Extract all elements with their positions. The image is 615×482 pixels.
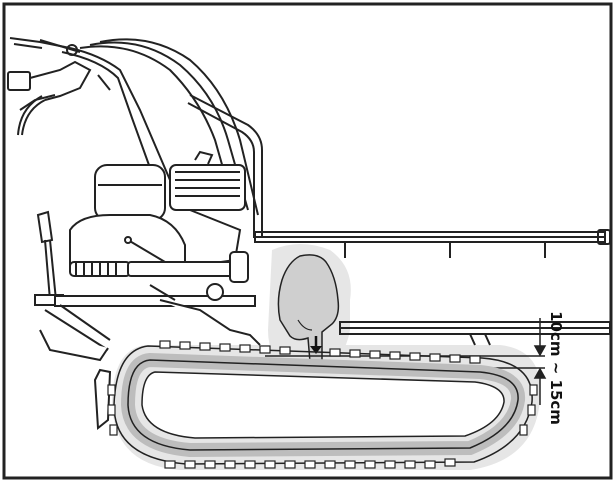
rubber-track	[107, 340, 538, 469]
press-arrow-icon	[310, 336, 322, 354]
engine	[69, 150, 246, 274]
carrier-frame	[187, 94, 611, 346]
slack-measurement-label: 10cm ~ 15cm	[547, 311, 565, 425]
lower-controls	[34, 210, 261, 430]
